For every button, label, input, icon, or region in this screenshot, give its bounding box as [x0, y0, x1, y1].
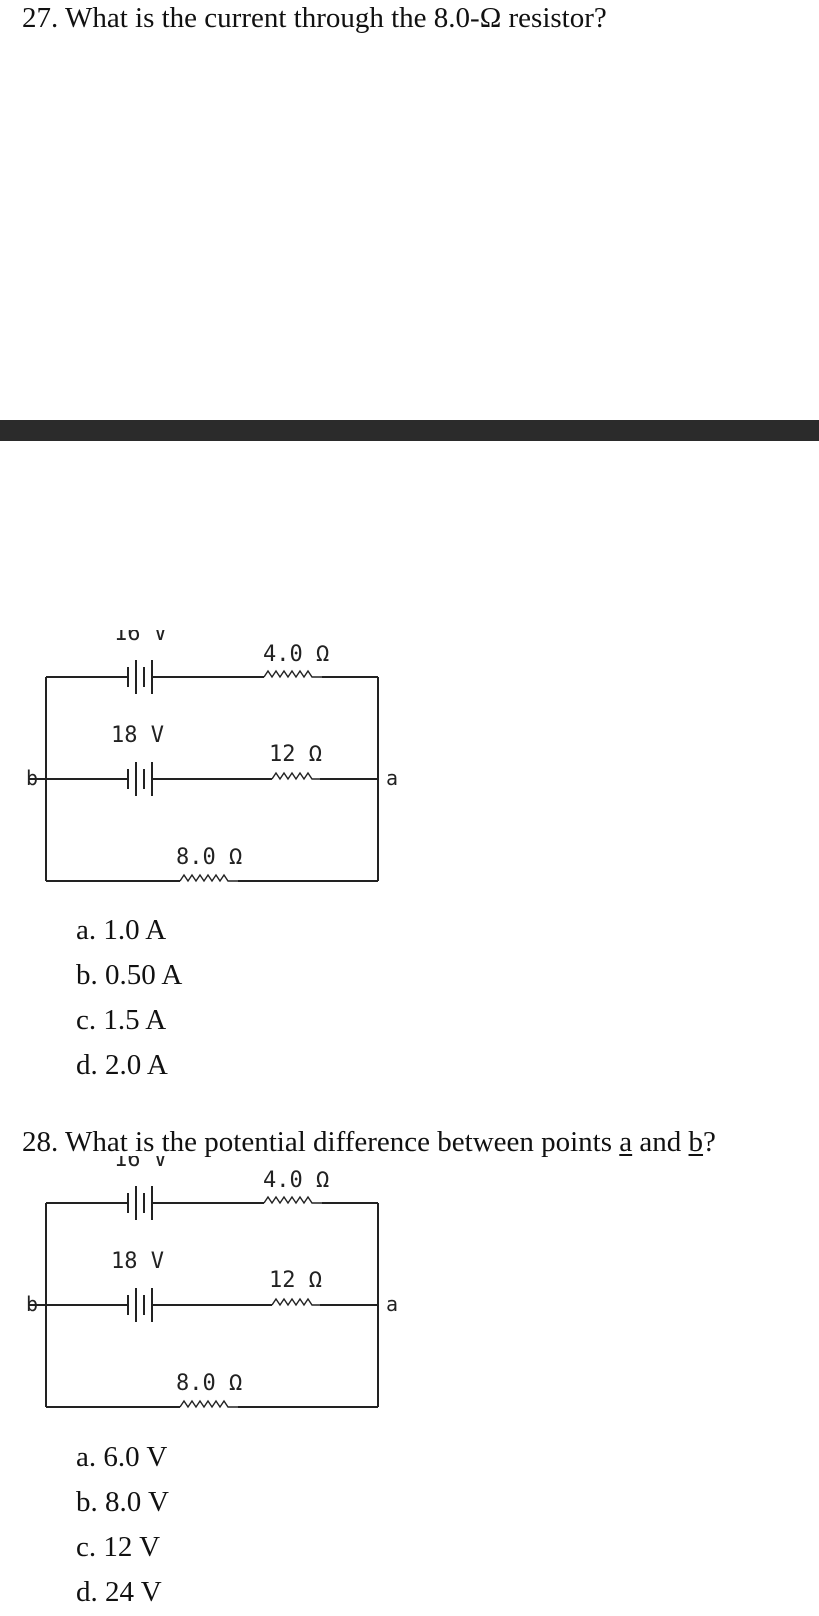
resistor-middle-label: 12 Ω	[269, 742, 322, 767]
option-d[interactable]: d. 24 V	[76, 1576, 162, 1608]
option-c[interactable]: c. 1.5 A	[76, 1004, 167, 1036]
resistor-top-symbol	[263, 1195, 322, 1205]
answer-options-q28: a. 6.0 V b. 8.0 V c. 12 V d. 24 V	[76, 1435, 169, 1615]
resistor-bottom-label: 8.0 Ω	[176, 845, 242, 870]
battery-top-symbol	[120, 660, 158, 694]
node-a-label: a	[386, 766, 398, 790]
node-b-label: b	[26, 1292, 38, 1316]
circuit-diagram-q28: 16 V 18 V 4.0 Ω 12 Ω 8.0 Ω b a	[0, 1147, 420, 1446]
circuit-diagram-q27: 16 V 18 V 4.0 Ω 12 Ω 8.0 Ω b a	[0, 621, 420, 920]
point-b-reference: b	[688, 1126, 704, 1158]
question-28-title: 28. What is the potential difference bet…	[22, 1126, 716, 1159]
resistor-bottom-label: 8.0 Ω	[176, 1371, 242, 1396]
question-27-title: 27. What is the current through the 8.0-…	[22, 2, 607, 34]
resistor-top-symbol	[263, 669, 322, 679]
battery-top-symbol	[120, 1186, 158, 1220]
section-divider	[0, 420, 819, 441]
resistor-middle-symbol	[271, 771, 320, 781]
battery-middle-label: 18 V	[111, 1249, 164, 1274]
answer-options-q27: a. 1.0 A b. 0.50 A c. 1.5 A d. 2.0 A	[76, 908, 182, 1088]
option-b[interactable]: b. 8.0 V	[76, 1486, 169, 1518]
battery-middle-symbol	[120, 1288, 158, 1322]
resistor-top-label: 4.0 Ω	[263, 1168, 329, 1193]
battery-middle-label: 18 V	[111, 723, 164, 748]
question-28-conjunction: and	[632, 1126, 689, 1158]
question-28-mark: ?	[703, 1126, 716, 1158]
battery-middle-symbol	[120, 762, 158, 796]
point-a-reference: a	[619, 1126, 633, 1158]
resistor-middle-symbol	[271, 1297, 320, 1307]
option-b[interactable]: b. 0.50 A	[76, 959, 183, 991]
resistor-bottom-symbol	[179, 1399, 238, 1409]
node-b-label: b	[26, 766, 38, 790]
option-d[interactable]: d. 2.0 A	[76, 1049, 168, 1081]
battery-top-label: 16 V	[114, 1156, 167, 1172]
question-28-text: 28. What is the potential difference bet…	[22, 1126, 620, 1158]
node-a-label: a	[386, 1292, 398, 1316]
resistor-bottom-symbol	[179, 873, 238, 883]
option-a[interactable]: a. 6.0 V	[76, 1441, 168, 1473]
resistor-top-label: 4.0 Ω	[263, 642, 329, 667]
option-a[interactable]: a. 1.0 A	[76, 914, 167, 946]
option-c[interactable]: c. 12 V	[76, 1531, 161, 1563]
battery-top-label: 16 V	[114, 630, 167, 646]
resistor-middle-label: 12 Ω	[269, 1268, 322, 1293]
